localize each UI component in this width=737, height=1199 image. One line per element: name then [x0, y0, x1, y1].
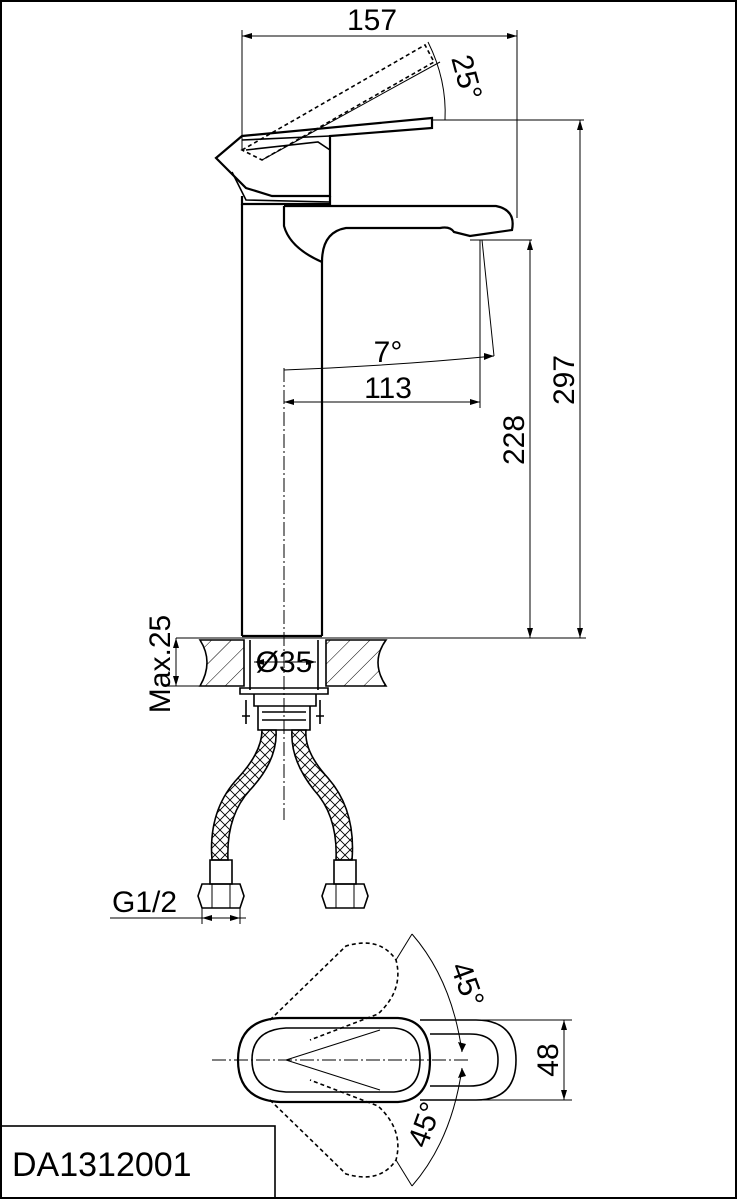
- faucet-top-view: [212, 933, 572, 1187]
- dim-overall-width: 157: [347, 4, 397, 37]
- dim-connection-thread: G1/2: [112, 886, 177, 919]
- dim-lever-angle: 25°: [444, 51, 488, 103]
- dim-max-counter-thickness: Max.25: [144, 615, 177, 713]
- dim-hole-diameter: Ø35: [256, 646, 313, 679]
- hose-right: [291, 729, 354, 861]
- faucet-side-view: [110, 30, 586, 924]
- dim-spout-tilt: 7°: [374, 336, 403, 369]
- title-block: [0, 1125, 276, 1199]
- model-code: DA1312001: [12, 1146, 192, 1184]
- hose-left: [210, 729, 277, 861]
- dim-body-depth: 48: [532, 1043, 565, 1076]
- dim-overall-height: 297: [548, 355, 581, 405]
- counter-section: [198, 639, 245, 687]
- dim-spout-reach: 113: [364, 372, 412, 405]
- dim-rotation-angle-bottom: 45°: [402, 1098, 449, 1152]
- dim-spout-height: 228: [498, 415, 531, 465]
